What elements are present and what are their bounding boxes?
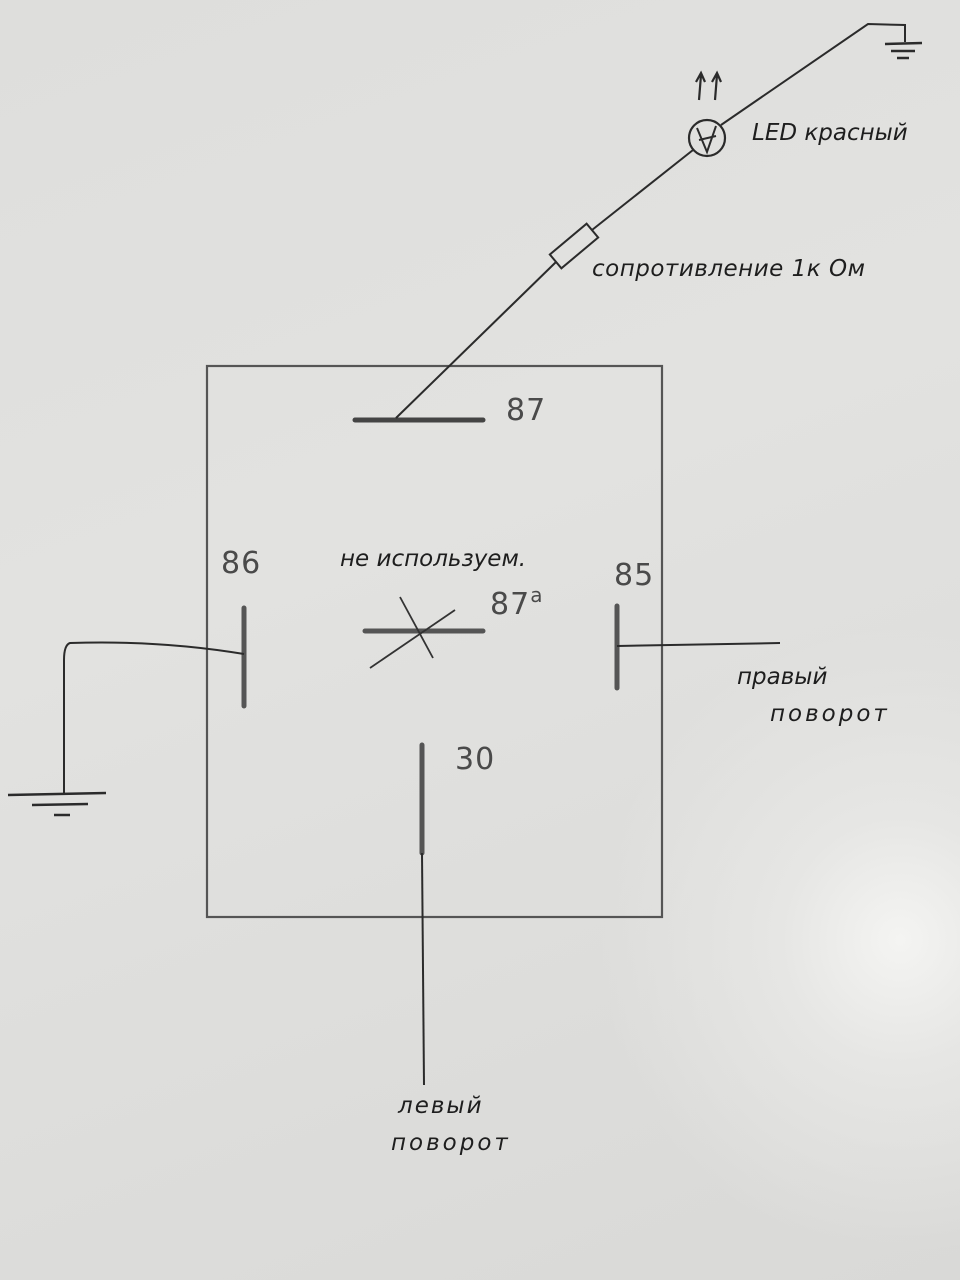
led-light-arrows: [695, 70, 723, 101]
right-turn-label-line1: правый: [737, 664, 828, 690]
resistor-symbol: [548, 222, 600, 270]
resistor-label: сопротивление 1к Ом: [592, 256, 866, 282]
ground-symbol-left-2: [31, 802, 89, 807]
led-diode-mark: [696, 125, 717, 155]
right-turn-label-line2: поворот: [770, 701, 890, 727]
left-turn-label-line2: поворот: [391, 1130, 511, 1156]
pin-87a-label: 87a: [490, 585, 543, 622]
ground-symbol-top-1: [884, 41, 923, 46]
unused-cross-mark-2: [399, 596, 434, 659]
right-turn-wire: [616, 642, 781, 647]
pin-87-label: 87: [506, 393, 547, 428]
led-symbol: [687, 118, 727, 158]
ground-symbol-left-1: [7, 791, 107, 797]
wire-led-to-ground: [720, 22, 906, 126]
unused-cross-mark: [369, 609, 456, 669]
pin-86-label: 86: [221, 546, 262, 581]
wire-87-to-resistor: [395, 261, 557, 419]
pin-87a-number: 87: [490, 587, 531, 622]
left-turn-wire: [421, 852, 425, 1086]
pin-87a-suffix: a: [530, 583, 544, 607]
unused-note: не используем.: [340, 546, 527, 572]
relay-body: [205, 364, 664, 919]
pin-85-label: 85: [614, 558, 655, 593]
left-turn-label-line1: левый: [398, 1093, 484, 1119]
ground-wire-86: [63, 641, 245, 793]
led-label: LED красный: [752, 120, 908, 146]
pin-30-label: 30: [455, 742, 496, 777]
wire-resistor-to-led: [591, 149, 694, 231]
